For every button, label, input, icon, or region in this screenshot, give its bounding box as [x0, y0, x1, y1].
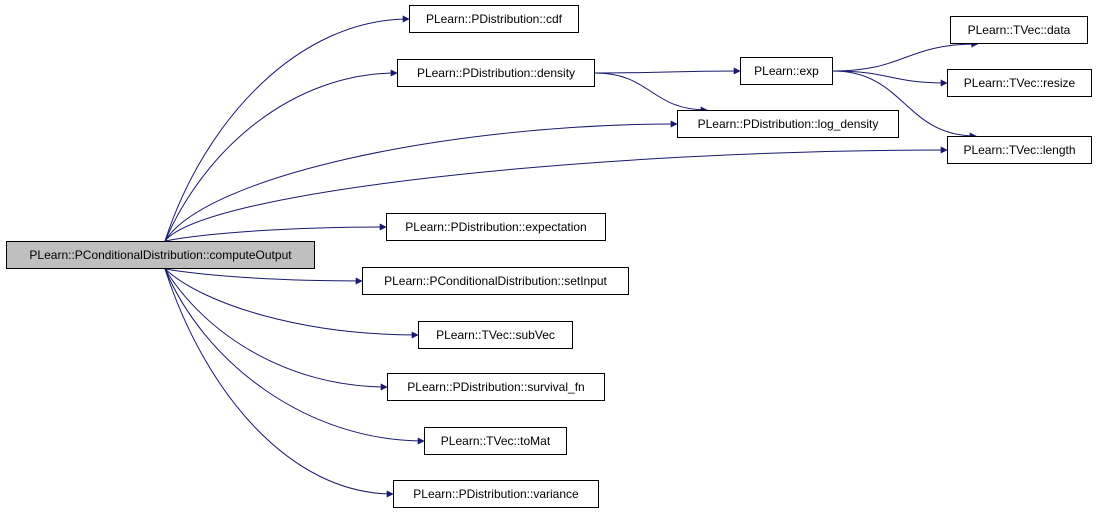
- edge-compute-output-to-sub-vec: [164, 268, 419, 339]
- node-tvec-length[interactable]: PLearn::TVec::length: [947, 136, 1092, 164]
- node-compute-output[interactable]: PLearn::PConditionalDistribution::comput…: [6, 241, 315, 269]
- edge-compute-output-to-variance: [164, 268, 394, 498]
- node-set-input[interactable]: PLearn::PConditionalDistribution::setInp…: [362, 267, 629, 295]
- edge-exp-to-tvec-resize: [832, 70, 948, 87]
- edge-exp-to-tvec-data: [832, 40, 979, 72]
- edge-compute-output-to-to-mat: [164, 268, 425, 445]
- edge-compute-output-to-set-input: [164, 268, 363, 285]
- edge-compute-output-to-cdf: [164, 15, 410, 242]
- node-density[interactable]: PLearn::PDistribution::density: [397, 59, 595, 87]
- node-tvec-resize[interactable]: PLearn::TVec::resize: [947, 69, 1092, 97]
- edge-compute-output-to-expectation: [164, 223, 387, 242]
- node-exp[interactable]: PLearn::exp: [740, 57, 833, 85]
- node-to-mat[interactable]: PLearn::TVec::toMat: [424, 427, 567, 455]
- edge-compute-output-to-survival-fn: [164, 268, 388, 391]
- edge-exp-to-tvec-length: [832, 70, 977, 140]
- node-tvec-data[interactable]: PLearn::TVec::data: [950, 16, 1088, 44]
- node-sub-vec[interactable]: PLearn::TVec::subVec: [418, 321, 573, 349]
- edge-compute-output-to-log-density: [164, 120, 678, 242]
- node-cdf[interactable]: PLearn::PDistribution::cdf: [409, 5, 579, 33]
- node-expectation[interactable]: PLearn::PDistribution::expectation: [386, 213, 606, 241]
- node-variance[interactable]: PLearn::PDistribution::variance: [393, 480, 599, 508]
- edge-density-to-log-density: [594, 72, 708, 114]
- edge-density-to-exp: [594, 67, 741, 75]
- node-survival-fn[interactable]: PLearn::PDistribution::survival_fn: [387, 373, 605, 401]
- edge-compute-output-to-tvec-length: [164, 146, 948, 242]
- node-log-density[interactable]: PLearn::PDistribution::log_density: [677, 110, 899, 138]
- edge-compute-output-to-density: [164, 69, 398, 242]
